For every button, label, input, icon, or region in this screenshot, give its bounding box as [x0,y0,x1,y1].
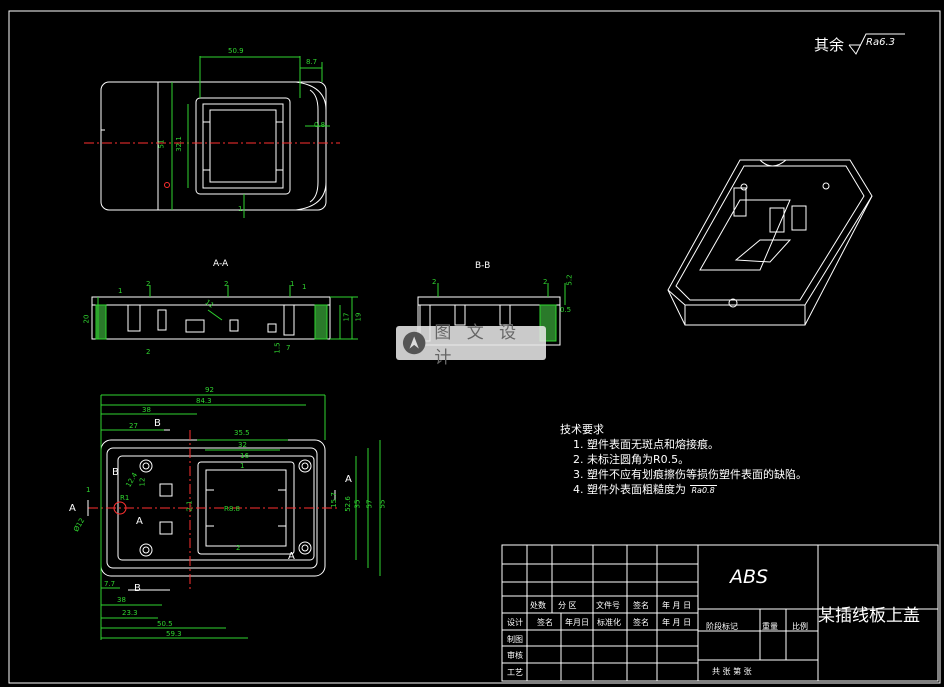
top-view [84,56,340,218]
roughness-value: Ra6.3 [866,37,895,48]
tech-item: 1. 塑件表面无斑点和熔接痕。 [573,438,719,451]
dim-label: 1 [240,462,245,470]
section-mark-a: A [136,516,143,527]
tech-item-4: 4. 塑件外表面粗糙度为 Ra0.8 [560,482,807,498]
tb-header-label: 处数 [530,601,546,610]
tb-row1-label: 标准化 [597,618,621,627]
dim-label: 2 [432,278,437,286]
dim-label: 2 [224,280,229,288]
dim-label: 16 [240,452,249,460]
material-label: ABS [730,566,769,588]
tb-row-label: 工艺 [507,668,523,677]
dim-label: 52.6 [343,496,352,512]
dim-label: 7.7 [104,580,116,588]
section-mark-b: B [154,418,161,429]
section-aa-title: A-A [213,259,229,269]
tb-row-label: 审核 [507,651,523,660]
dim-label: R1 [120,494,130,502]
tb-header-label: 签名 [633,601,649,610]
dim-label: 51 [157,139,166,149]
tb-sheets-label: 共 张 第 张 [712,667,752,676]
watermark-logo-icon [402,331,426,355]
dim-label: 5.2 [565,274,574,286]
dim-label: 15.7 [329,492,338,508]
tech-ra-value: Ra0.8 [689,485,717,495]
dim-label: 32.1 [174,136,183,152]
dim-label: 7 [286,344,291,352]
dim-label: 92 [205,386,214,394]
tb-stage-label: 阶段标记 [706,622,738,631]
dim-label: 50.5 [157,620,173,628]
tech-item: 3. 塑件不应有划痕擦伤等损伤塑件表面的缺陷。 [573,468,807,481]
dim-label: 27 [129,422,138,430]
section-bb-title: B-B [475,261,491,271]
dim-label: 2.1 [185,500,194,512]
dim-label: 1 [118,287,123,295]
dim-label: 17 [342,312,351,322]
tech-item: 4. 塑件外表面粗糙度为 [573,483,686,496]
roughness-label: 其余 [814,36,845,54]
dim-label: 57 [365,499,374,509]
tb-row-label: 制图 [507,635,523,644]
dim-label: 0.8 [314,121,326,129]
dim-label: 55 [378,499,387,509]
dim-label: 1 [86,486,91,494]
watermark-text: 图 文 设 计 [434,323,522,368]
section-mark-a: A [288,551,295,562]
dim-label: 1.5 [273,342,282,354]
dim-label: R8.8 [224,505,240,513]
dim-label: 2 [236,544,241,552]
technical-requirements: 技术要求 1. 塑件表面无斑点和熔接痕。 2. 未标注圆角为R0.5。 3. 塑… [560,422,807,498]
dim-label: 84.3 [196,397,212,405]
tb-header-label: 分 区 [558,601,577,610]
dim-label: 50.9 [228,47,244,55]
dim-label: 19 [354,312,363,322]
isometric-view [667,159,873,326]
drawing-border [8,10,941,684]
section-mark-a: A [345,474,352,485]
dim-label: 35.5 [234,429,250,437]
dim-label: 32 [238,441,247,449]
dim-label: 20 [82,314,91,324]
dim-label: 35 [353,499,362,509]
tb-header-label: 年 月 日 [662,601,692,610]
dim-label: 2 [146,348,151,356]
dim-label: 1 [302,283,307,291]
tb-scale-label: 比例 [792,622,808,631]
tb-weight-label: 重量 [762,622,778,631]
tb-row1-label: 签名 [537,618,553,627]
section-mark-a: A [69,503,76,514]
dim-label: 12 [138,477,147,487]
dim-label: 1 [290,280,295,288]
tech-title: 技术要求 [560,423,604,436]
plan-view [87,394,381,640]
dim-label: 2 [543,278,548,286]
part-name: 某插线板上盖 [818,606,920,626]
section-mark-b: B [112,467,119,478]
dim-label: 38 [142,406,151,414]
section-mark-b: B [134,583,141,594]
tb-row-label: 设计 [507,618,523,627]
dim-label: 23.3 [122,609,138,617]
dim-label: 0.5 [560,306,572,314]
title-block-grid [501,544,939,682]
tb-row1-label: 年月日 [565,618,589,627]
dim-label: 1 [238,205,243,213]
dim-label: 59.3 [166,630,182,638]
section-aa-view [91,285,358,340]
watermark: 图 文 设 计 [396,323,546,368]
roughness-symbol [848,33,905,55]
tb-row1-label: 签名 [633,618,649,627]
dim-label: 2 [146,280,151,288]
tb-header-label: 文件号 [596,601,620,610]
tech-item: 2. 未标注圆角为R0.5。 [573,453,690,466]
tb-row1-label: 年 月 日 [662,618,692,627]
dim-label: 8.7 [306,58,318,66]
dim-label: 38 [117,596,126,604]
